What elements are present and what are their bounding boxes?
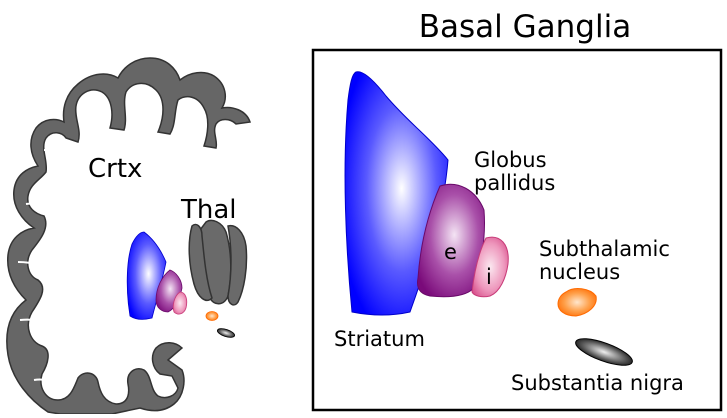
label-cortex: Crtx	[88, 154, 142, 184]
label-subthalamic-line1: Subthalamic	[539, 237, 670, 261]
subthalamic-small	[206, 312, 218, 321]
label-substantia-nigra: Substantia nigra	[511, 371, 684, 395]
brain-section: Crtx Thal	[7, 58, 250, 414]
label-globus-pallidus-line1: Globus	[474, 148, 547, 172]
label-thalamus: Thal	[180, 195, 237, 225]
diagram-title: Basal Ganglia	[419, 9, 631, 45]
label-gp-external: e	[444, 240, 457, 264]
label-striatum: Striatum	[334, 327, 425, 351]
label-globus-pallidus-line2: pallidus	[474, 171, 555, 195]
label-subthalamic-line2: nucleus	[539, 260, 620, 284]
thalamus-shape	[189, 220, 246, 304]
label-gp-internal: i	[486, 265, 492, 289]
substantia-nigra-small	[216, 327, 235, 339]
